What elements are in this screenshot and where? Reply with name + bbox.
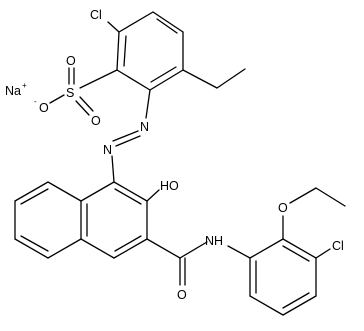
naphthalene-ring-left — [14, 181, 82, 259]
azo-group: N N — [103, 89, 151, 183]
chlorine-top: Cl — [90, 8, 120, 33]
azo-nitrogen-1: N — [140, 120, 149, 134]
sulfonate-oxygen-right: O — [91, 114, 101, 128]
amide-oxygen-label: O — [177, 288, 187, 302]
benzene-ring-top — [116, 11, 184, 91]
sodium-label: Na — [5, 84, 21, 98]
sulfur-label: S — [66, 86, 74, 100]
chlorine-top-label: Cl — [90, 8, 102, 22]
chlorine-bottom-label: Cl — [332, 239, 344, 253]
sulfonate-oxygen-top: O — [66, 54, 76, 68]
benzene-ring-bottom — [227, 238, 317, 316]
ethoxy-group: O — [278, 187, 346, 240]
ethoxy-oxygen-label: O — [278, 201, 288, 215]
sulfonate-group: S O O O - — [34, 54, 118, 128]
sulfonate-oxygen-minus: O — [39, 101, 49, 115]
chlorine-bottom: Cl — [315, 239, 344, 259]
sodium-counterion: Na + — [5, 81, 27, 98]
ethyl-group — [182, 68, 246, 89]
naphthalene-ring-right — [80, 181, 148, 259]
amide-group: O NH — [146, 234, 223, 302]
positive-charge: + — [22, 81, 27, 90]
negative-charge: - — [34, 97, 37, 106]
azo-nitrogen-2: N — [103, 143, 112, 157]
hydroxyl-label: HO — [160, 179, 179, 193]
hydroxyl-group: HO — [146, 179, 179, 202]
amide-nh-label: NH — [205, 234, 223, 248]
